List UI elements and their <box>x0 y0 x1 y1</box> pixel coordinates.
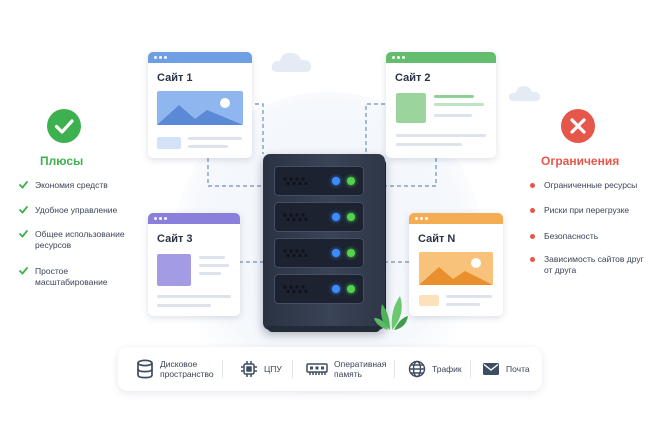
server-unit <box>274 202 364 232</box>
pros-title: Плюсы <box>40 154 84 168</box>
resource-cpu: ЦПУ <box>240 347 282 391</box>
check-icon <box>47 109 81 143</box>
limits-title: Ограничения <box>541 154 620 168</box>
resource-mail: Почта <box>482 347 530 391</box>
mail-icon <box>483 363 499 375</box>
image-placeholder <box>157 254 191 286</box>
image-placeholder-icon <box>419 252 493 285</box>
check-icon <box>19 206 28 214</box>
bullet-dot <box>530 234 535 239</box>
site-title: Сайт N <box>418 233 456 245</box>
globe-icon <box>408 360 426 378</box>
site-title: Сайт 3 <box>157 233 193 245</box>
image-placeholder <box>396 93 426 123</box>
site-window-1: Сайт 1 <box>148 52 252 158</box>
window-titlebar <box>409 213 503 224</box>
bullet-dot <box>530 257 535 262</box>
site-window-3: Сайт 3 <box>148 213 240 316</box>
server-unit <box>274 166 364 196</box>
resources-bar: Дисковое пространство ЦПУ Оперативная па… <box>118 347 542 391</box>
close-icon <box>561 109 595 143</box>
server-base <box>268 326 380 332</box>
site-title: Сайт 2 <box>395 72 431 84</box>
check-icon <box>19 267 28 275</box>
server-unit <box>274 238 364 268</box>
server-rack <box>263 154 385 330</box>
check-icon <box>19 181 28 189</box>
plant-icon <box>374 296 408 330</box>
site-title: Сайт 1 <box>157 72 193 84</box>
site-window-2: Сайт 2 <box>386 52 496 158</box>
resource-disk: Дисковое пространство <box>136 347 218 391</box>
bullet-dot <box>530 208 535 213</box>
server-unit <box>274 274 364 304</box>
image-placeholder-icon <box>157 91 243 125</box>
cloud-icon <box>271 52 312 72</box>
window-titlebar <box>148 213 240 224</box>
cloud-icon <box>508 86 541 101</box>
resource-traffic: Трафик <box>408 347 462 391</box>
site-window-n: Сайт N <box>409 213 503 316</box>
cpu-icon <box>241 361 257 377</box>
ram-icon <box>306 363 328 375</box>
window-titlebar <box>386 52 496 63</box>
database-icon <box>137 359 153 379</box>
resource-ram: Оперативная память <box>306 347 392 391</box>
check-icon <box>19 230 28 238</box>
bullet-dot <box>530 183 535 188</box>
window-titlebar <box>148 52 252 63</box>
